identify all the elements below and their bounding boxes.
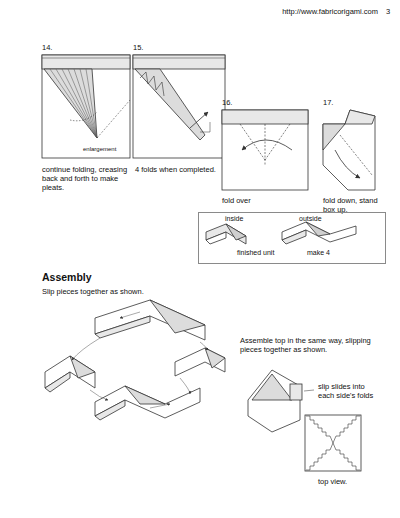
callout-note: slip slides into each side's folds [318,382,374,400]
unit-label: make 4 [307,249,330,257]
url-text: http://www.fabricorigami.com [258,7,378,16]
figure-caption: top view. [318,477,347,486]
top-view-figure [305,415,361,471]
assembly-figure [45,300,225,420]
view-label: outside [299,215,322,223]
step-caption: fold over [222,196,302,205]
step-number: 15. [133,43,143,52]
top-assembly-figure [248,370,314,432]
step-caption: continue folding, creasing back and fort… [42,165,134,192]
step-number: 16. [222,98,232,107]
step-number: 17. [323,98,333,107]
instruction-text: Assemble top in the same way, slipping p… [240,336,380,354]
view-label: inside [225,215,243,223]
step-caption: 4 folds when completed. [135,165,227,174]
finished-unit-figures [206,222,356,244]
step-14-figure [42,55,130,158]
section-heading: Assembly [42,271,92,284]
enlargement-note: enlargement [82,146,117,153]
instruction-text: Slip pieces together as shown. [42,287,222,296]
finished-unit-box: inside outside finished unit make 4 [198,212,386,264]
step-15-figure [133,55,225,158]
unit-label: finished unit [237,249,274,257]
step-number: 14. [42,43,52,52]
step-17-figure [323,110,375,190]
page-number: 3 [386,7,390,16]
step-16-figure [222,110,308,190]
